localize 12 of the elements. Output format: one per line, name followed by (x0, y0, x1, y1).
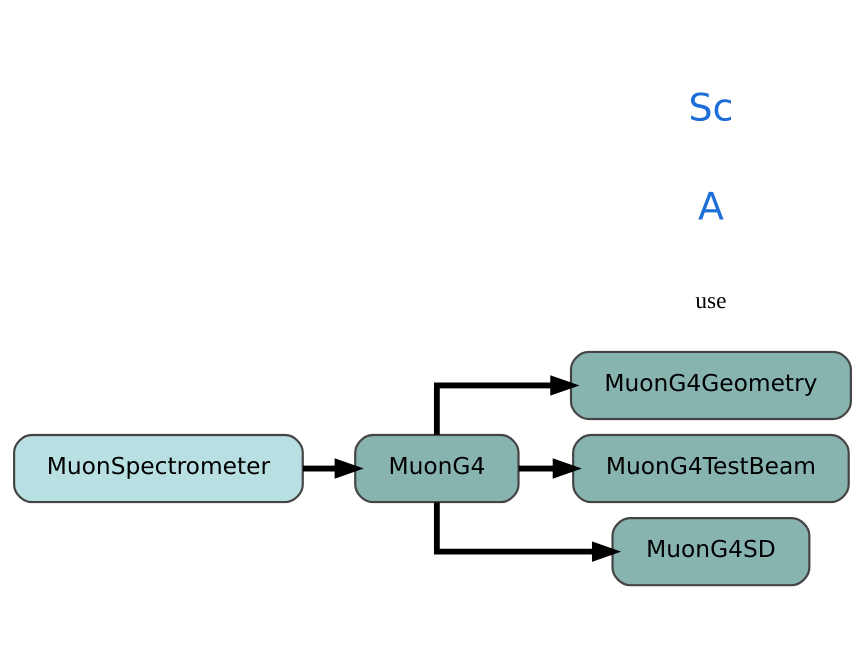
node-box: MuonSpectrometer (13, 434, 304, 504)
arrow (434, 502, 622, 562)
arrow (434, 375, 580, 435)
label: A (698, 184, 724, 229)
arrow (518, 458, 582, 479)
node-box: MuonG4SD (611, 517, 810, 586)
label: use (695, 288, 726, 314)
node-box: MuonG4TestBeam (572, 434, 850, 504)
arrow (302, 458, 364, 479)
label: Sc (688, 86, 734, 130)
node-box: MuonG4Geometry (570, 350, 852, 420)
node-box: MuonG4 (354, 434, 520, 504)
